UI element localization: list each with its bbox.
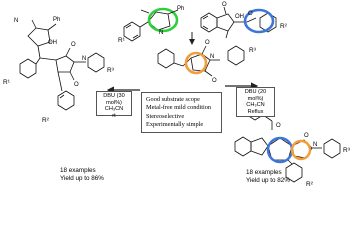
left-product [19, 19, 105, 111]
r2-label-top: R² [280, 23, 288, 30]
left-o-top: O [71, 42, 76, 48]
right-o-imide: O [304, 133, 309, 139]
left-o-bottom: O [74, 82, 79, 88]
top-o-label: O [222, 2, 227, 8]
left-conditions-box: DBU (30 mol%) CH₃CN rt [96, 91, 132, 119]
right-r2-label: R² [306, 181, 314, 188]
left-yield: Yield up to 86% [60, 174, 104, 182]
right-solvent: CH₃CN [246, 102, 265, 109]
features-box: Good substrate scope Metal-free mild con… [141, 92, 222, 133]
maleimide-n: N [210, 54, 214, 60]
feature-2: Metal-free mild condition [146, 104, 212, 112]
right-top-o-label: O [248, 11, 253, 17]
right-r3-label: R³ [343, 147, 351, 154]
n-label: N [159, 30, 163, 36]
left-ph-label: Ph [53, 17, 60, 23]
left-r2-label: R² [42, 117, 50, 124]
feature-3: Stereoselective [146, 112, 185, 120]
maleimide-o-top: O [205, 40, 210, 46]
right-temperature: Reflux [247, 108, 264, 115]
left-summary: 18 examples Yield up to 86% [60, 167, 104, 182]
left-n-maleimide: N [82, 56, 86, 62]
left-solvent: CH₃CN [104, 106, 124, 113]
indanedione-reactant [200, 6, 277, 39]
right-n-label: N [313, 142, 317, 148]
right-blue-highlight [266, 136, 294, 164]
r1-label: R¹ [118, 37, 126, 44]
left-r1-label: R¹ [3, 79, 11, 86]
left-temperature: rt [112, 112, 116, 119]
left-examples: 18 examples [60, 167, 96, 174]
right-o-ketone: O [276, 123, 281, 129]
feature-1: Good substrate scope [146, 96, 200, 103]
r3-label-center: R³ [249, 47, 257, 54]
oh-label: OH [235, 14, 244, 20]
right-catalyst: DBU (20 mol%) [244, 89, 267, 102]
right-yield: Yield up to 82% [246, 176, 290, 184]
right-summary: 18 examples Yield up to 82% [246, 169, 290, 184]
ph-label: Ph [177, 6, 184, 12]
maleimide-substrate [157, 45, 245, 77]
left-n-label: N [14, 18, 18, 24]
right-examples: 18 examples [246, 169, 282, 176]
green-highlight [147, 7, 179, 33]
right-orange-highlight [290, 139, 312, 161]
pyrazolone-reactant [123, 7, 179, 42]
left-catalyst: DBU (30 mol%) [103, 93, 125, 106]
maleimide-o-bottom: O [212, 78, 217, 84]
feature-4: Experimentally simple [146, 121, 204, 129]
left-r3-label: R³ [107, 67, 115, 74]
orange-highlight [184, 51, 208, 75]
reaction-scheme: R¹ Ph N O OH O R² O O N R³ [3, 2, 351, 188]
blue-highlight [243, 8, 275, 34]
right-conditions-box: DBU (20 mol%) CH₃CN Reflux [236, 87, 275, 117]
left-oh-label: OH [48, 40, 57, 46]
